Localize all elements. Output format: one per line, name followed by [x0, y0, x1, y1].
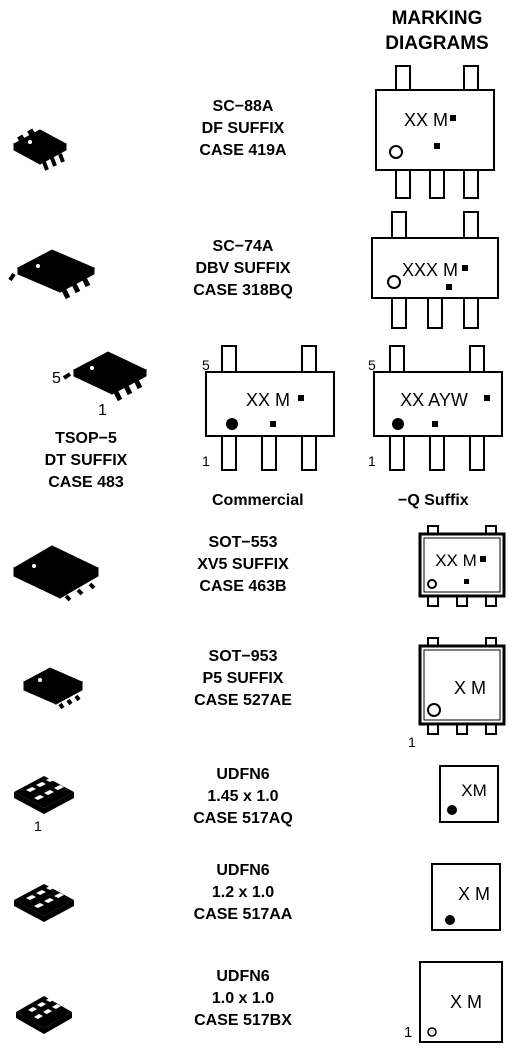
tsop5-commercial-pin1: 1	[202, 453, 210, 469]
sc74a-marking-diagram: XXX M	[371, 211, 499, 329]
commercial-label: Commercial	[212, 492, 304, 509]
header-line2: DIAGRAMS	[385, 33, 489, 54]
tsop5-commercial-marking-text: XX M	[246, 390, 290, 410]
sot953-marking-text: X M	[454, 678, 486, 698]
sot953-package-icon	[22, 667, 84, 710]
q-suffix-label: −Q Suffix	[398, 492, 469, 509]
udfn6-145-package-icon	[14, 776, 74, 814]
tsop5-commercial-marking-diagram: XX M 5 1	[202, 345, 335, 471]
udfn6-10-marking-text: X M	[450, 992, 482, 1012]
udfn6-145-label: UDFN6 1.45 x 1.0 CASE 517AQ	[193, 766, 293, 827]
sot953-pin1-label: 1	[408, 734, 416, 750]
sc88a-marking-text: XX M	[404, 110, 448, 130]
udfn6-12-marking-diagram: X M	[431, 863, 501, 931]
tsop5-package-icon	[62, 351, 148, 402]
udfn6-10-marking-diagram: X M	[419, 961, 503, 1043]
udfn6-12-package-icon	[14, 884, 74, 922]
sot953-label: SOT−953 P5 SUFFIX CASE 527AE	[194, 648, 292, 709]
udfn6-12-marking-text: X M	[458, 884, 490, 904]
udfn6-145-pin1-label: 1	[34, 818, 42, 834]
udfn6-12-label: UDFN6 1.2 x 1.0 CASE 517AA	[193, 862, 293, 923]
sc88a-label: SC−88A DF SUFFIX CASE 419A	[199, 98, 287, 159]
udfn6-145-marking-diagram: XM	[439, 765, 499, 823]
sot553-marking-text: XX M	[435, 551, 477, 570]
tsop5-pin5-label: 5	[52, 370, 61, 387]
tsop5-q-pin5: 5	[368, 357, 376, 373]
sot553-label: SOT−553 XV5 SUFFIX CASE 463B	[197, 534, 289, 595]
sc88a-package-icon	[12, 128, 68, 171]
sc74a-package-icon	[8, 249, 96, 300]
tsop5-q-pin1: 1	[368, 453, 376, 469]
marking-diagrams-header: MARKING DIAGRAMS	[362, 6, 512, 56]
udfn6-145-marking-text: XM	[461, 781, 487, 800]
udfn6-10-label: UDFN6 1.0 x 1.0 CASE 517BX	[194, 968, 292, 1029]
sc88a-marking-diagram: XX M	[375, 65, 495, 199]
tsop5-label: TSOP−5 DT SUFFIX CASE 483	[44, 430, 128, 491]
sc74a-marking-text: XXX M	[402, 260, 458, 280]
tsop5-commercial-pin5: 5	[202, 357, 210, 373]
udfn6-10-package-icon	[16, 996, 72, 1034]
header-line1: MARKING	[391, 8, 483, 29]
sc74a-label: SC−74A DBV SUFFIX CASE 318BQ	[193, 238, 293, 299]
sot953-marking-diagram: X M	[418, 637, 506, 735]
sot553-marking-diagram: XX M	[418, 525, 506, 607]
tsop5-pin1-label: 1	[98, 402, 107, 419]
tsop5-q-marking-diagram: XX AYW 5 1	[368, 345, 503, 471]
sot553-package-icon	[12, 545, 100, 602]
tsop5-q-marking-text: XX AYW	[400, 390, 468, 410]
udfn6-10-pin1-label: 1	[404, 1024, 413, 1041]
